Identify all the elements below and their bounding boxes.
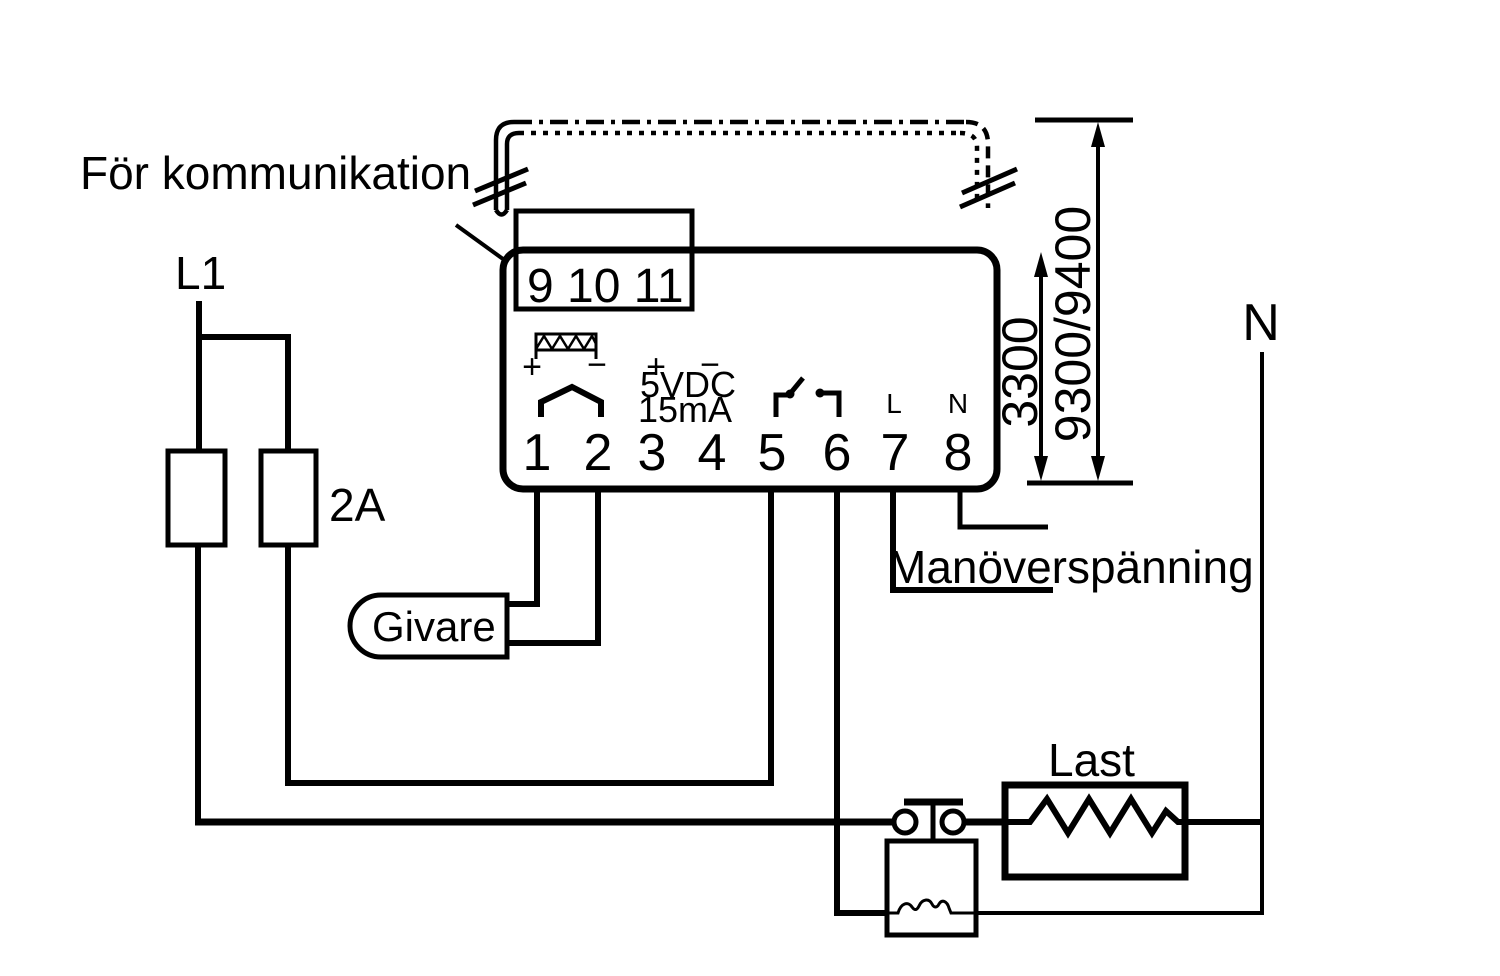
control-voltage-wires [890,489,1053,593]
neutral-label: N [1242,294,1280,352]
supply-voltage-label: 5VDC [640,364,736,405]
line-terminal-label: L [886,388,902,419]
cable-break-left-icon [472,166,529,208]
sensor-box [347,592,510,660]
phase-l1-label: L1 [175,247,226,299]
communication-cable-icon [493,119,991,217]
sensor-wires [505,489,601,646]
coil-icon [889,898,974,915]
dimension-9300-9400-label: 9300/9400 [1045,206,1101,442]
relay-circuit-wires [834,352,1264,916]
terminal-7-label: 7 [881,424,910,482]
supply-minus-label: − [700,346,720,384]
terminal-4-label: 4 [698,424,727,482]
coil-box-icon [884,838,979,938]
dimension-arrow-9300-9400 [1027,117,1133,486]
sensor-label: Givare [372,603,496,650]
sensor-element-icon [534,332,598,359]
relay-contact-icon [773,376,842,417]
dimension-arrow-3300 [1034,252,1048,481]
terminal-8-label: 8 [944,424,973,482]
fuse-rating-label: 2A [329,479,386,531]
terminal-6-label: 6 [823,424,852,482]
mains-wires [195,301,894,826]
terminal-3-label: 3 [638,424,667,482]
comm-terminals-label: 9 10 11 [527,260,684,313]
load-label: Last [1048,734,1135,786]
comm-terminal-block [513,208,695,312]
sensor-minus-label: − [587,346,607,384]
load-box-icon [1001,781,1189,881]
neutral-terminal-label: N [948,388,968,419]
cable-break-right-icon [959,166,1018,210]
sensor-bracket-icon [538,383,604,417]
leader-line [454,223,505,261]
dimension-3300-label: 3300 [992,316,1048,427]
switch-icon [891,798,967,841]
fuse-2-icon [258,448,319,548]
supply-current-label: 15mA [638,389,732,430]
load-resistor-icon [1008,793,1262,839]
control-voltage-label: Manöverspänning [888,541,1254,593]
fuse-1-icon [165,448,228,548]
terminal-5-label: 5 [758,424,787,482]
communication-label: För kommunikation [80,147,471,199]
terminal-2-label: 2 [584,424,613,482]
terminal-1-label: 1 [523,424,552,482]
sensor-plus-label: + [522,348,542,386]
supply-plus-label: + [646,348,666,386]
controller-outline [499,246,1001,493]
